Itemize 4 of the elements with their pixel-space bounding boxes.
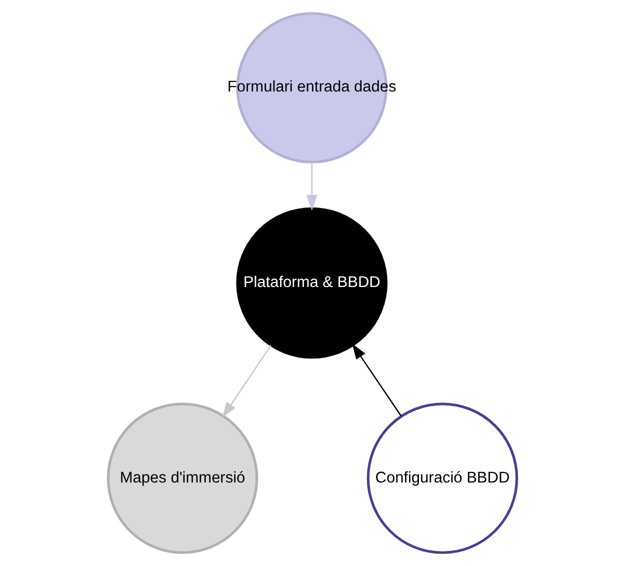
arrow: [352, 344, 402, 416]
arrow: [222, 344, 271, 418]
node-circle: Configuració BBDD: [366, 402, 518, 554]
arrow: [306, 162, 317, 210]
